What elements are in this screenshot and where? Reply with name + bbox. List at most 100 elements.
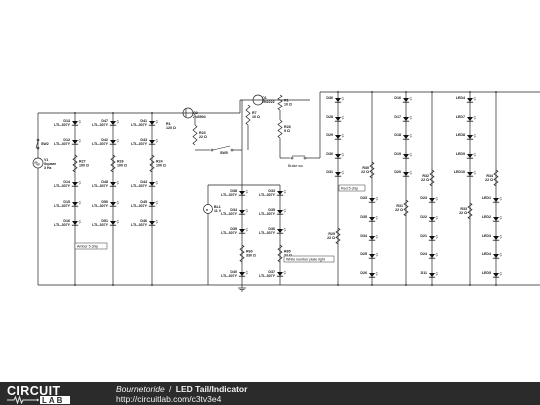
led-rays xyxy=(435,252,439,257)
led-triangle xyxy=(369,236,375,240)
led-rays xyxy=(341,133,345,138)
logo-squiggle-icon xyxy=(7,395,39,404)
led-label: LED4 xyxy=(482,252,491,256)
led-part: LTL-307Y xyxy=(259,212,276,216)
led-rays xyxy=(473,170,477,175)
junction-dot xyxy=(431,91,433,93)
led-label: D12 xyxy=(63,138,70,142)
led-part: LTL-307Y xyxy=(259,193,276,197)
led-rays xyxy=(435,271,439,276)
square-wave-icon xyxy=(34,161,40,166)
amber-note: Amber 5 chip xyxy=(77,245,98,249)
led-part: LTL-307Y xyxy=(259,231,276,235)
led-icon xyxy=(492,271,503,278)
led-icon xyxy=(71,119,82,126)
led-part: LTL-307Y xyxy=(221,212,238,216)
led-label: D41 xyxy=(140,119,147,123)
resistor-label: R33 xyxy=(460,207,467,211)
led-label: D47 xyxy=(101,119,108,123)
led-triangle xyxy=(493,254,499,258)
led-icon xyxy=(492,252,503,259)
led-label: D38 xyxy=(230,189,237,193)
resistor xyxy=(369,161,375,179)
led-triangle xyxy=(149,202,155,206)
led-label: D30 xyxy=(326,96,333,100)
led-part: LTL-307Y xyxy=(54,184,71,188)
led-label: D33 xyxy=(360,196,367,200)
junction-dot xyxy=(151,284,153,286)
led-icon xyxy=(334,96,345,103)
led-triangle xyxy=(239,272,245,276)
led-label: D26 xyxy=(360,271,367,275)
led-rays xyxy=(499,196,503,201)
led-rays xyxy=(473,96,477,101)
led-rays xyxy=(341,115,345,120)
resistor-value: 5 Ω xyxy=(284,129,290,133)
title-separator: / xyxy=(169,384,172,394)
q1-value: 2N2222 xyxy=(262,100,275,104)
resistor xyxy=(192,124,198,146)
led-label: LED1 xyxy=(482,196,491,200)
resistor-label: R1 xyxy=(284,99,289,103)
resistor-label: R32 xyxy=(422,174,429,178)
led-part: LTL-307Y xyxy=(221,231,238,235)
led-rays xyxy=(155,138,159,143)
led-icon xyxy=(428,196,439,203)
led-triangle xyxy=(403,117,409,121)
led-triangle xyxy=(467,117,473,121)
led-icon xyxy=(71,200,82,207)
v1-value: Square xyxy=(44,162,56,166)
led-part: LTL-307Y xyxy=(54,142,71,146)
led-triangle xyxy=(493,217,499,221)
led-label: D29 xyxy=(326,133,333,137)
footer-bar: CIRCUIT LAB Bournetoride / LED Tail/Indi… xyxy=(0,382,540,405)
led-rays xyxy=(341,170,345,175)
led-part: LTL-307Y xyxy=(221,193,238,197)
led-rays xyxy=(78,219,82,224)
led-label: D25 xyxy=(360,252,367,256)
led-label: D17 xyxy=(394,115,401,119)
q1-label: Q1 xyxy=(262,96,267,100)
led-part: LTL-307Y xyxy=(131,123,148,127)
led-triangle xyxy=(335,117,341,121)
v1-frequency: 3 Hz xyxy=(44,166,52,170)
led-triangle xyxy=(110,121,116,125)
led-icon xyxy=(148,138,159,145)
led-icon xyxy=(109,138,120,145)
voltage-source-icon xyxy=(32,157,44,169)
red-note: Red 5 chip xyxy=(341,187,358,191)
led-icon xyxy=(368,234,379,241)
led-label: D39 xyxy=(230,227,237,231)
led-label: D48 xyxy=(101,180,108,184)
led-label: D51 xyxy=(101,219,108,223)
led-icon xyxy=(402,152,413,159)
q2-label: Q2 xyxy=(193,111,198,115)
resistor-value: 22 Ω xyxy=(327,236,335,240)
led-icon xyxy=(466,96,477,103)
circuit-title[interactable]: LED Tail/Indicator xyxy=(175,384,248,394)
resistor-value: 100 Ω xyxy=(117,164,127,168)
switch-contact xyxy=(303,156,307,160)
led-label: LED9 xyxy=(456,152,465,156)
resistor-label: R28 xyxy=(284,125,291,129)
resistor-value: 330 Ω xyxy=(246,254,256,258)
led-label: D50 xyxy=(101,200,108,204)
led-label: LED2 xyxy=(482,215,491,219)
junction-dot xyxy=(74,284,76,286)
led-rays xyxy=(499,252,503,257)
led-label: D35 xyxy=(360,215,367,219)
led-rays xyxy=(116,138,120,143)
switch-lever xyxy=(212,145,231,151)
resistor xyxy=(245,104,251,126)
author-link[interactable]: Bournetoride xyxy=(116,384,165,394)
led-triangle xyxy=(72,182,78,186)
resistor xyxy=(72,154,78,173)
circuitlab-logo[interactable]: CIRCUIT LAB xyxy=(6,384,106,404)
led-rays xyxy=(499,234,503,239)
led-label: D28 xyxy=(326,115,333,119)
led-triangle xyxy=(403,154,409,158)
led-part: LTL-307Y xyxy=(54,204,71,208)
led-triangle xyxy=(277,272,283,276)
led-icon xyxy=(368,196,379,203)
circuit-url[interactable]: http://circuitlab.com/c3tv3e4 xyxy=(116,394,222,404)
